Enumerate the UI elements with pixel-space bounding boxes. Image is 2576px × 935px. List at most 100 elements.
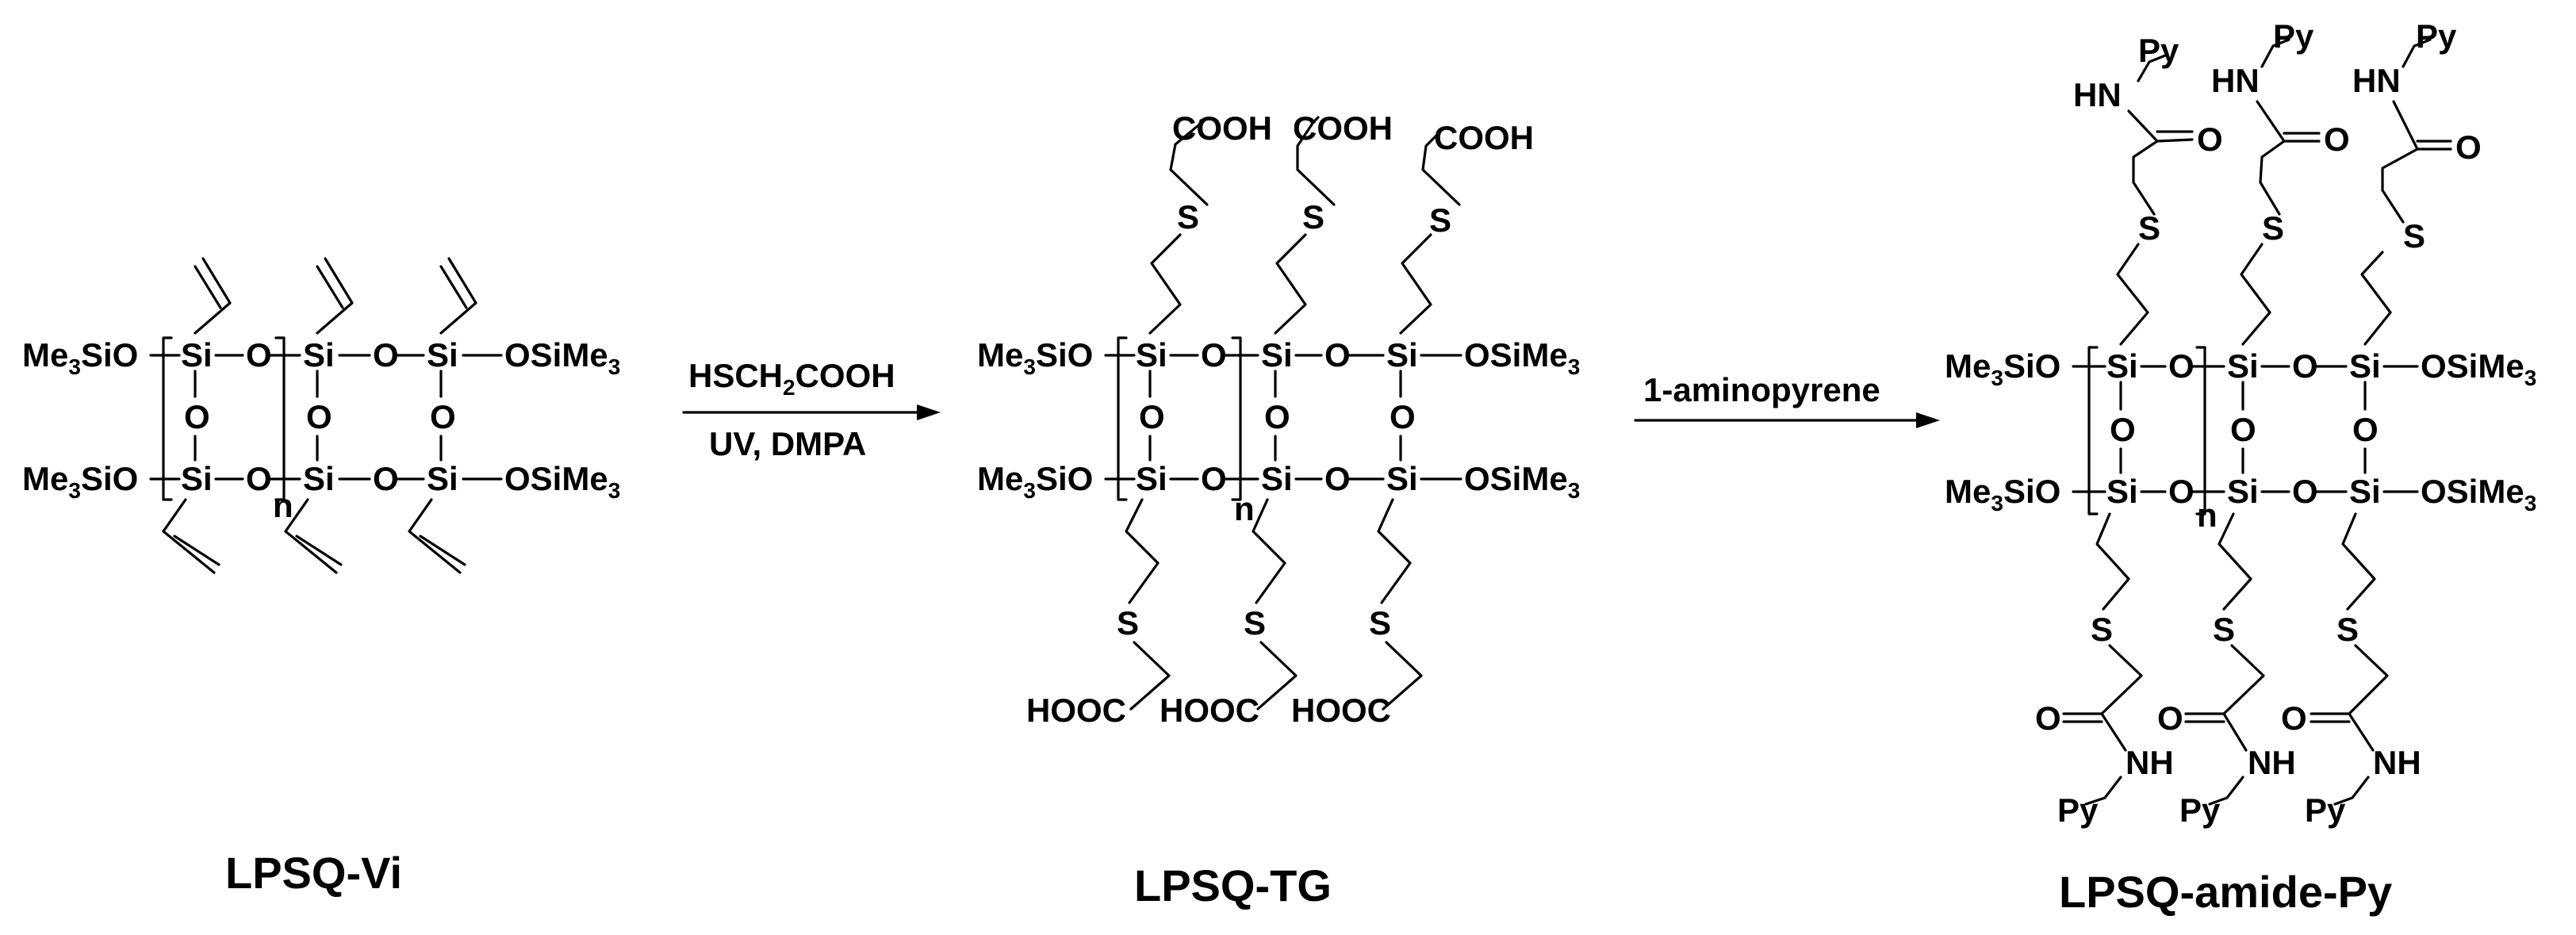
end-group-osi: OSiMe — [2421, 473, 2524, 510]
si-atom: Si — [2106, 473, 2138, 510]
side-chain — [1256, 641, 1298, 711]
sulfur-atom: S — [1369, 604, 1391, 642]
si-atom: Si — [181, 336, 213, 374]
compound-name: LPSQ-TG — [1134, 860, 1332, 910]
side-chain — [1382, 641, 1423, 711]
reagent-label: HSCH2COOH — [688, 357, 895, 400]
end-group-sub: 3 — [2524, 491, 2537, 515]
end-group-osi: OSiMe — [1464, 336, 1568, 374]
si-atom: Si — [2349, 473, 2381, 510]
end-group-top-right: OSiMe3 — [1464, 336, 1580, 379]
vinyl-group — [284, 498, 338, 574]
sulfur-atom: S — [2336, 611, 2359, 648]
amide-bond — [2348, 712, 2375, 752]
o-atom: O — [246, 336, 272, 374]
sulfur-atom: S — [1244, 604, 1266, 642]
sulfur-atom: S — [1302, 198, 1324, 236]
o-atom: O — [1324, 336, 1351, 374]
o-atom: O — [2292, 473, 2318, 510]
o-atom: O — [430, 398, 456, 435]
end-group-top-left: Me3SiO — [977, 336, 1093, 379]
side-chain — [2218, 512, 2252, 611]
si-atom: Si — [1386, 336, 1418, 374]
py-bond — [2333, 776, 2370, 806]
side-chain — [1129, 641, 1171, 711]
end-group-me: Me — [977, 336, 1023, 374]
end-group-sub: 3 — [68, 354, 81, 379]
end-group-sio: SiO — [2003, 347, 2060, 385]
repeat-bracket-left — [2087, 346, 2099, 515]
side-chain — [1274, 233, 1307, 335]
amide-bond — [2256, 100, 2286, 143]
end-group-top-right: OSiMe3 — [2421, 347, 2536, 390]
end-group-sio: SiO — [81, 460, 138, 497]
end-group-me: Me — [1945, 347, 1991, 385]
amide-nh: HN — [2211, 62, 2260, 99]
o-atom: O — [1201, 336, 1227, 374]
end-group-me: Me — [1945, 473, 1991, 510]
o-atom: O — [2352, 411, 2379, 448]
amide-nh: NH — [2373, 744, 2421, 781]
side-chain — [2341, 512, 2376, 611]
end-group-bottom-right: OSiMe3 — [1464, 460, 1580, 503]
side-chain — [1296, 116, 1336, 206]
end-group-osi: OSiMe — [504, 336, 608, 374]
reagent-sub: 2 — [783, 375, 795, 400]
compound-lpsq-amide-py: Me3SiO Me3SiO OSiMe3 OSiMe3 Si O Si O Si… — [1945, 17, 2536, 917]
side-chain — [1399, 233, 1432, 335]
compound-name: LPSQ-Vi — [225, 848, 402, 898]
compound-lpsq-vi: Me3SiO Me3SiO OSiMe3 OSiMe3 Si O Si O Si… — [22, 257, 620, 898]
si-atom: Si — [1136, 460, 1167, 497]
o-atom: O — [2168, 347, 2195, 385]
sulfur-atom: S — [1177, 198, 1199, 236]
py-bond — [2208, 776, 2244, 806]
end-group-bottom-left: Me3SiO — [22, 460, 138, 503]
vinyl-group — [162, 498, 216, 574]
repeat-bracket-right — [1231, 336, 1242, 501]
o-atom: O — [246, 460, 272, 497]
pyrene-group: Py — [2057, 791, 2099, 829]
vinyl-group — [408, 498, 462, 574]
o-atom: O — [2230, 411, 2256, 448]
carbonyl-oxygen: O — [2197, 121, 2223, 158]
vinyl-double-bond — [419, 535, 466, 566]
amide-bond — [2392, 100, 2419, 151]
end-group-me: Me — [22, 460, 68, 497]
si-atom: Si — [1261, 336, 1293, 374]
vinyl-double-bond — [316, 265, 344, 309]
si-atom: Si — [2349, 347, 2381, 385]
end-group-sub: 3 — [1568, 354, 1581, 379]
pyrene-group: Py — [2416, 17, 2457, 55]
side-chain — [2116, 243, 2149, 346]
end-group-top-left: Me3SiO — [1945, 347, 2060, 390]
side-chain — [2381, 148, 2419, 224]
side-chain — [2259, 140, 2286, 216]
end-group-me: Me — [977, 460, 1023, 497]
end-group-osi: OSiMe — [504, 460, 608, 497]
si-atom: Si — [2106, 347, 2138, 385]
o-atom: O — [1201, 460, 1227, 497]
si-atom: Si — [2227, 347, 2259, 385]
vinyl-double-bond — [173, 535, 220, 566]
end-group-bottom-left: Me3SiO — [977, 460, 1093, 503]
amide-nh: HN — [2073, 76, 2122, 113]
si-atom: Si — [427, 336, 458, 374]
side-chain — [1169, 119, 1209, 206]
si-atom: Si — [2227, 473, 2259, 510]
py-bond — [2137, 54, 2167, 82]
carboxylic-acid: COOH — [1434, 119, 1534, 156]
end-group-bottom-left: Me3SiO — [1945, 473, 2060, 515]
end-group-sub: 3 — [1568, 478, 1581, 503]
end-group-bottom-right: OSiMe3 — [504, 460, 620, 503]
side-chain — [2348, 644, 2389, 715]
si-atom: Si — [427, 460, 458, 497]
carbonyl-oxygen: O — [2455, 128, 2482, 166]
carboxylic-acid: COOH — [1172, 109, 1272, 147]
arrow-head — [1916, 412, 1940, 428]
end-group-me: Me — [22, 336, 68, 374]
vinyl-group — [439, 257, 477, 335]
compound-lpsq-tg: Me3SiO Me3SiO OSiMe3 OSiMe3 Si O Si O Si… — [977, 109, 1580, 910]
reagent-part: COOH — [795, 357, 895, 394]
py-bond — [2402, 38, 2432, 68]
carbonyl-oxygen: O — [2035, 699, 2061, 737]
